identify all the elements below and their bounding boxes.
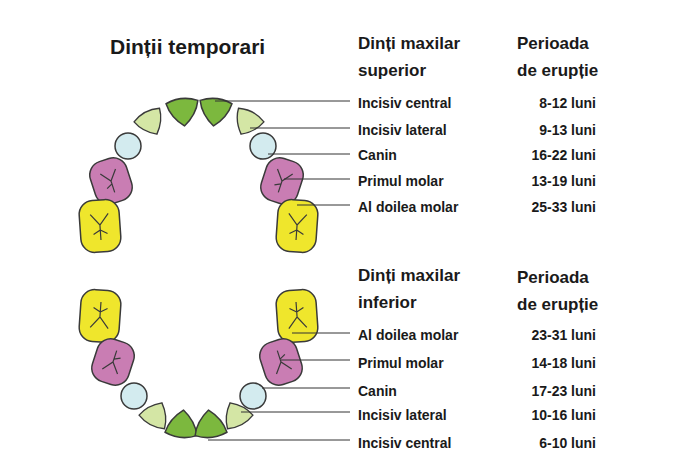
leader-line [297,205,350,206]
tooth-name: Canin [358,382,508,400]
tooth-name: Primul molar [358,354,508,372]
lower-central-incisor [165,408,200,439]
lower-canine [240,383,266,409]
upper-second-molar [275,199,319,254]
eruption-period: 8-12 luni [486,94,596,112]
leader-lines [208,101,350,440]
eruption-period: 23-31 luni [486,326,596,344]
leader-line [208,440,350,441]
upper-central-incisor [198,97,233,128]
eruption-period: 16-22 luni [486,146,596,164]
diagram-title: Dinții temporari [110,34,265,60]
tooth-name: Incisiv lateral [358,406,508,424]
eruption-period: 13-19 luni [486,172,596,190]
tooth-name: Primul molar [358,172,508,190]
leader-line [215,101,350,102]
leader-line [292,333,350,334]
eruption-period: 17-23 luni [486,382,596,400]
tooth-name: Canin [358,146,508,164]
eruption-period: 10-16 luni [486,406,596,424]
lower-second-molar [78,289,122,344]
column-header: Perioada de erupție [517,30,605,84]
leader-line [284,179,350,180]
lower-canine [121,383,147,409]
upper-canine [115,133,141,159]
tooth-name: Incisiv central [358,94,508,112]
tooth-name: Incisiv central [358,434,508,452]
upper-lateral-incisor [133,106,170,141]
leader-line [281,360,350,361]
leader-line [268,154,350,155]
leader-line [241,412,350,413]
upper-second-molar [78,199,122,254]
tooth-name: Incisiv lateral [358,121,508,139]
leader-line [262,388,350,389]
lower-second-molar [275,289,319,344]
lower-central-incisor [193,408,228,439]
upper-canine [250,133,276,159]
column-header: Perioada de erupție [517,264,605,318]
leader-line [250,128,350,129]
tooth-name: Al doilea molar [358,198,508,216]
lower-first-molar [88,335,138,389]
eruption-period: 14-18 luni [486,354,596,372]
eruption-period: 6-10 luni [486,434,596,452]
column-header: Dinți maxilar superior [358,30,478,84]
eruption-period: 9-13 luni [486,121,596,139]
lower-first-molar [256,335,306,389]
column-header: Dinți maxilar inferior [358,262,478,316]
eruption-period: 25-33 luni [486,198,596,216]
tooth-name: Al doilea molar [358,326,508,344]
upper-central-incisor [166,97,201,128]
